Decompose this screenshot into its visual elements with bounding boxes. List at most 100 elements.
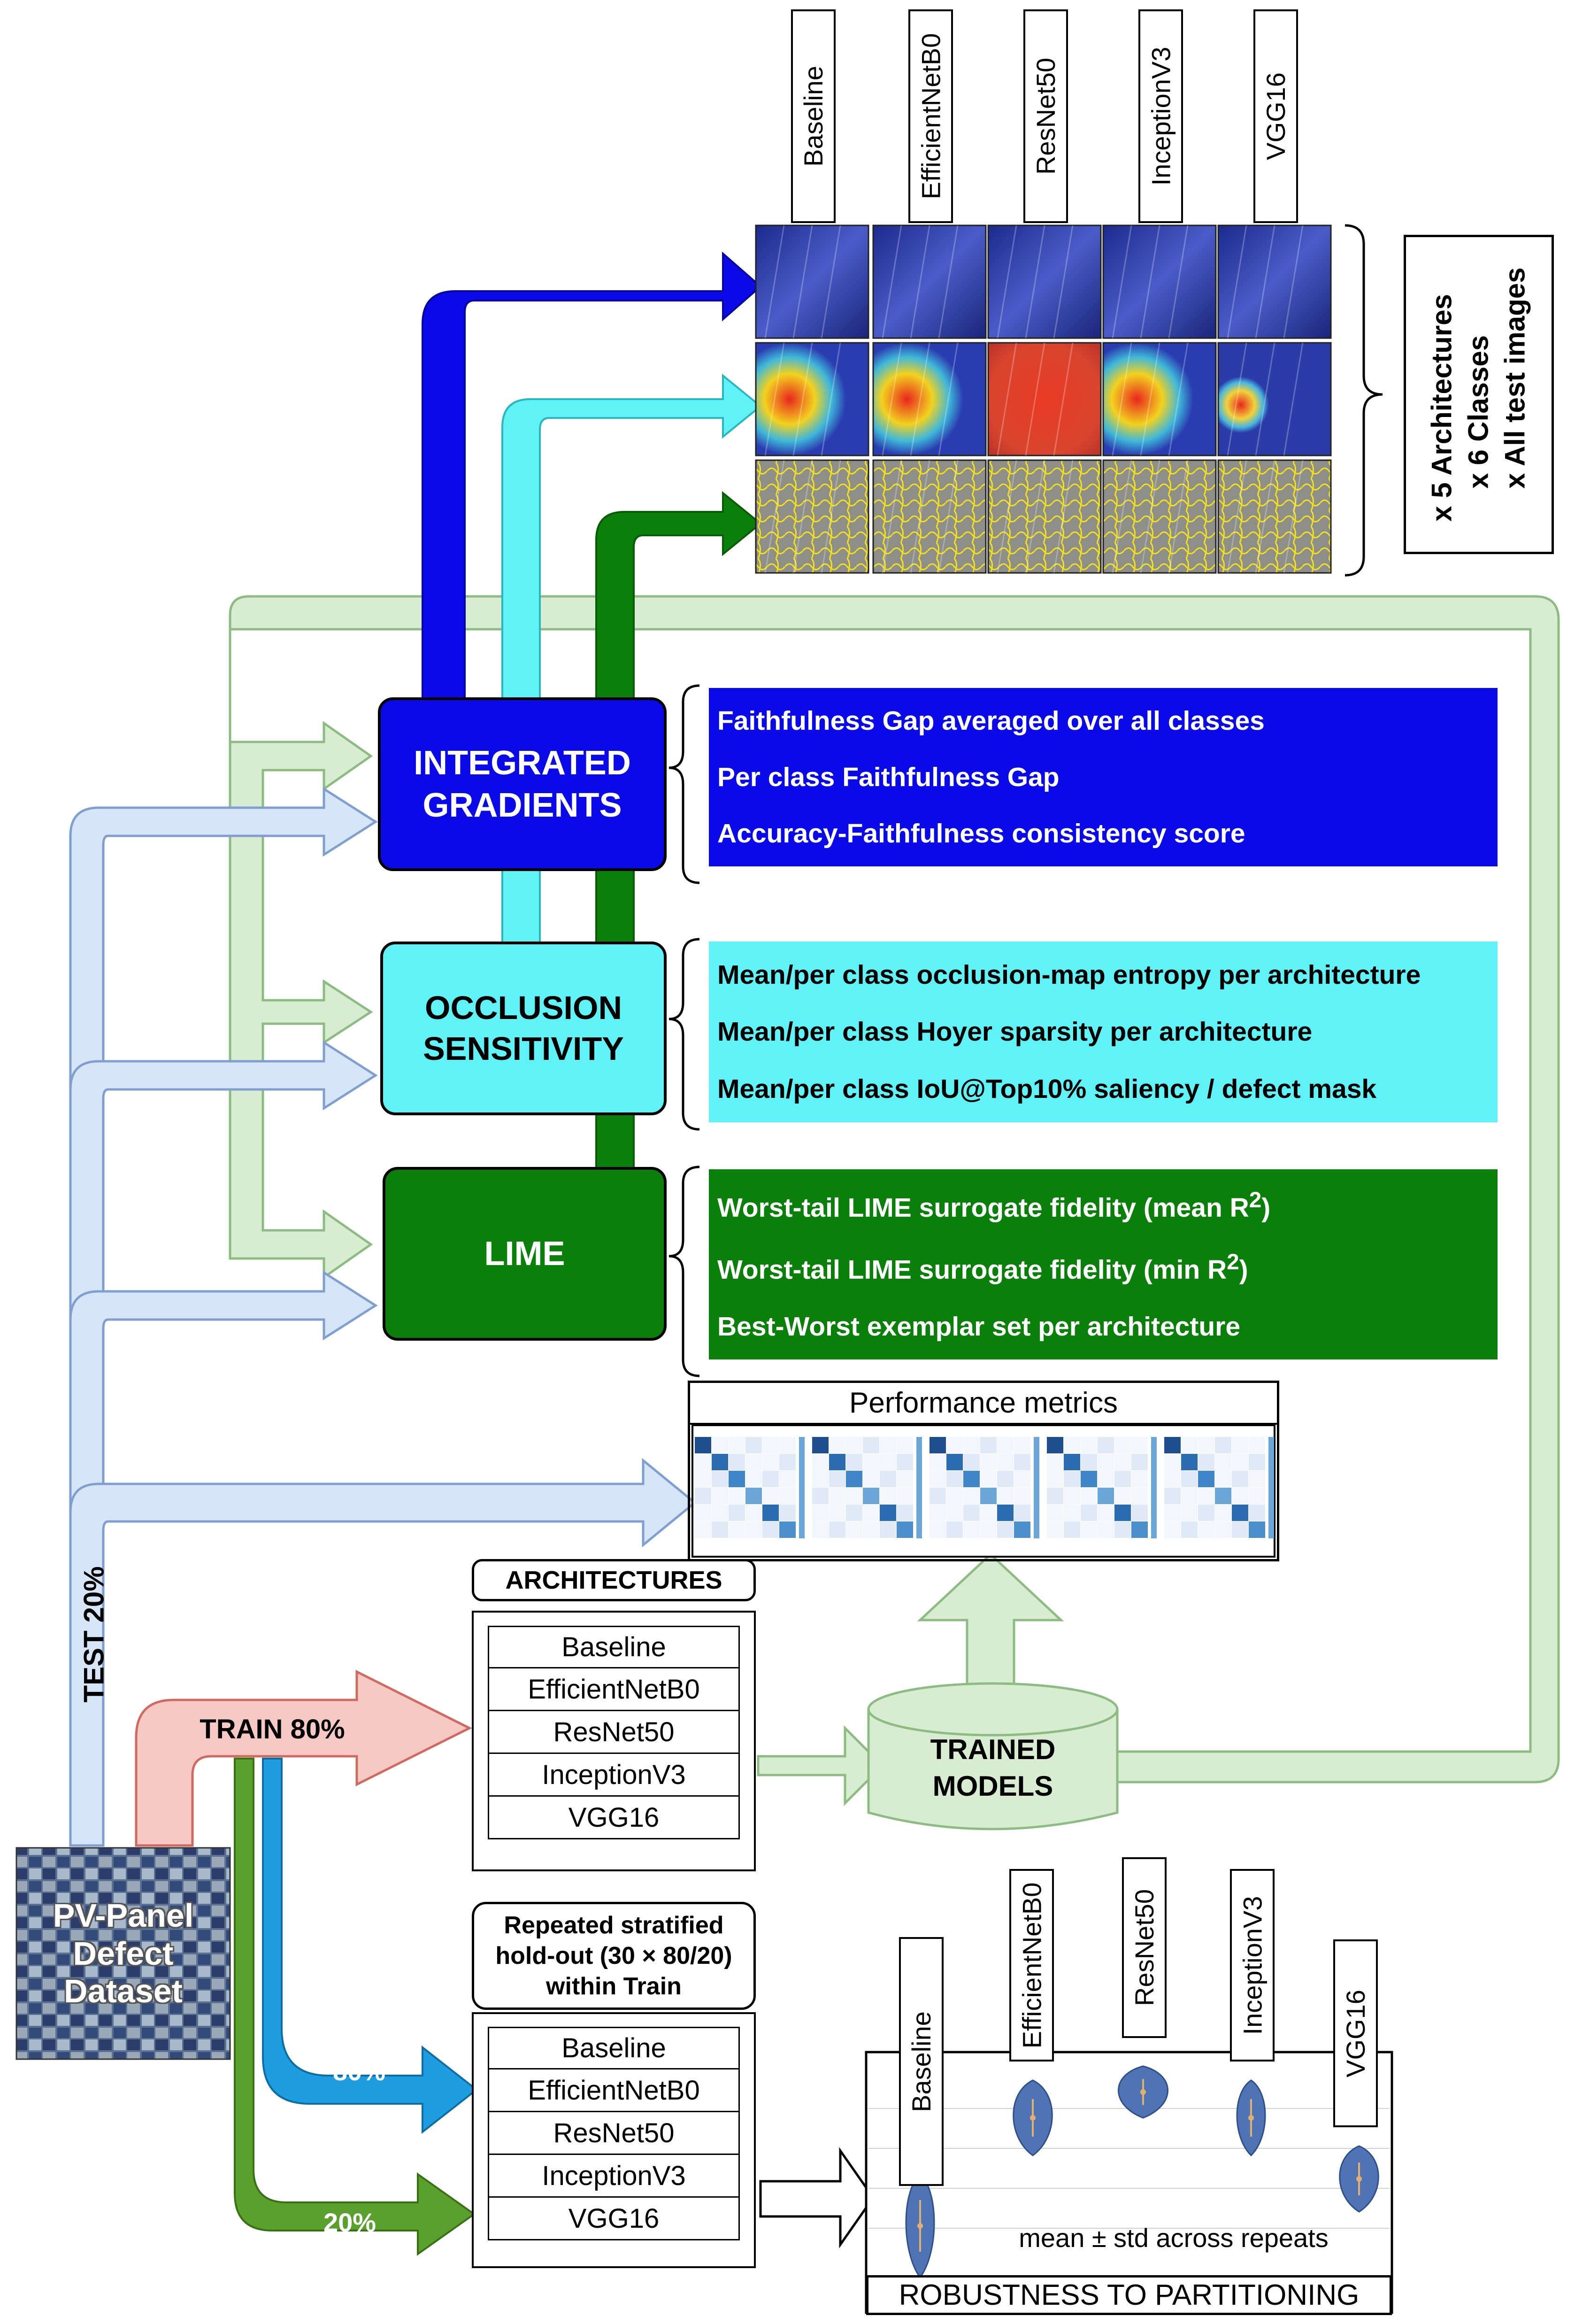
cm-cell <box>1014 1437 1030 1453</box>
explanation-image-grid <box>755 224 1332 574</box>
lime-metric-2: Worst-tail LIME surrogate fidelity (min … <box>717 1249 1248 1285</box>
cm-cell <box>1215 1437 1231 1453</box>
thumb-texture-line <box>1227 225 1247 339</box>
thumb-texture-line <box>1255 342 1275 456</box>
cm-cell <box>880 1454 896 1470</box>
cm-cell <box>1232 1521 1248 1538</box>
thumb-texture-line <box>997 342 1017 456</box>
ig-metric-1: Faithfulness Gap averaged over all class… <box>717 706 1265 736</box>
thumb-texture-line <box>1227 342 1247 456</box>
cm-cell <box>695 1437 711 1453</box>
cm-cell <box>846 1505 862 1521</box>
cm-cell <box>1198 1471 1214 1487</box>
cm-cell <box>980 1454 997 1470</box>
cm-cell <box>963 1471 980 1487</box>
thumb-texture-line <box>938 342 959 456</box>
thumb-texture-line <box>792 342 813 456</box>
occlusion-title-line2: SENSITIVITY <box>423 1030 624 1067</box>
architecture-item-efficientnetb0: EfficientNetB0 <box>488 1668 740 1711</box>
thumb-input-vgg16 <box>1217 224 1332 339</box>
cm-cell <box>745 1437 762 1453</box>
cm-cell <box>1081 1454 1097 1470</box>
cm-cell <box>1198 1437 1214 1453</box>
thumb-texture-line <box>1255 460 1275 573</box>
cm-cell <box>846 1454 862 1470</box>
thumb-lime-inceptionv3 <box>1102 459 1217 574</box>
thumb-texture-line <box>1283 225 1304 339</box>
column-label-efficientnetb0: EfficientNetB0 <box>908 9 953 223</box>
cm-cell <box>1047 1521 1063 1538</box>
occlusion-output-arrow <box>501 373 762 959</box>
dataset-mosaic <box>15 1847 231 2060</box>
cm-cell <box>745 1488 762 1504</box>
architecture-item-vgg16: VGG16 <box>488 1797 740 1839</box>
cm-cell <box>897 1437 913 1453</box>
occlusion-metric-3: Mean/per class IoU@Top10% saliency / def… <box>717 1074 1377 1104</box>
violin-label-baseline: Baseline <box>899 1937 944 2186</box>
occlusion-title-line1: OCCLUSION <box>425 989 622 1026</box>
cm-cell <box>1098 1505 1114 1521</box>
cm-cell <box>1014 1505 1030 1521</box>
thumb-texture-line <box>1053 342 1074 456</box>
thumb-input-resnet50 <box>987 224 1102 339</box>
cm-cell <box>963 1437 980 1453</box>
thumb-texture-line <box>910 225 930 339</box>
thumb-texture-line <box>1025 225 1045 339</box>
cm-cell <box>963 1505 980 1521</box>
thumb-texture-line <box>1227 460 1247 573</box>
thumb-occlusion-baseline <box>755 342 869 456</box>
trained-models-label: TRAINED MODELS <box>878 1728 1108 1808</box>
cm-cell <box>729 1488 745 1504</box>
thumb-texture-line <box>1025 460 1045 573</box>
multiplier-box: x 5 Architectures x 6 Classes x All test… <box>1404 235 1554 554</box>
cm-cell <box>812 1454 829 1470</box>
cm-cell <box>863 1471 879 1487</box>
ig-method-box: INTEGRATED GRADIENTS <box>378 697 667 871</box>
thumb-texture-line <box>821 342 841 456</box>
cm-cell <box>812 1488 829 1504</box>
cm-cell <box>897 1471 913 1487</box>
violin-plots <box>905 2065 1379 2279</box>
cm-cell <box>729 1521 745 1538</box>
cm-cell <box>997 1454 1014 1470</box>
cm-cell <box>812 1471 829 1487</box>
cm-cell <box>897 1505 913 1521</box>
thumb-texture-line <box>1053 225 1074 339</box>
cm-cell <box>880 1505 896 1521</box>
split-20-label: 20% <box>323 2208 376 2237</box>
cm-cell <box>1249 1454 1265 1470</box>
cm-cell <box>1114 1505 1131 1521</box>
thumb-texture-line <box>1168 342 1189 456</box>
cm-cell <box>1064 1521 1080 1538</box>
cm-cell <box>997 1505 1014 1521</box>
cm-cell <box>1064 1471 1080 1487</box>
thumb-texture-line <box>1112 225 1132 339</box>
holdout-item-baseline: Baseline <box>488 2027 740 2069</box>
cm-cell <box>1098 1437 1114 1453</box>
ig-metric-3: Accuracy-Faithfulness consistency score <box>717 818 1245 849</box>
cm-cell <box>1249 1437 1265 1453</box>
thumb-texture-line <box>1112 342 1132 456</box>
cm-cell <box>829 1471 845 1487</box>
cm-cell <box>1047 1454 1063 1470</box>
thumb-occlusion-vgg16 <box>1217 342 1332 456</box>
cm-cell <box>1081 1437 1097 1453</box>
violin-label-vgg16: VGG16 <box>1333 1939 1378 2127</box>
thumb-texture-line <box>1140 225 1160 339</box>
cm-cell <box>1181 1454 1198 1470</box>
cm-cell <box>946 1471 963 1487</box>
to-robustness-arrow <box>759 2147 875 2248</box>
cm-cell <box>1047 1505 1063 1521</box>
architectures-title: ARCHITECTURES <box>472 1559 756 1601</box>
cm-cell <box>1164 1488 1181 1504</box>
cm-cell <box>863 1454 879 1470</box>
thumb-texture-line <box>821 460 841 573</box>
lime-metric-3: Best-Worst exemplar set per architecture <box>717 1311 1241 1342</box>
multiplier-architectures: x 5 Architectures <box>1426 293 1458 522</box>
thumb-input-inceptionv3 <box>1102 224 1217 339</box>
cm-cell <box>1081 1521 1097 1538</box>
cm-colorbar <box>1151 1437 1157 1538</box>
thumb-occlusion-inceptionv3 <box>1102 342 1217 456</box>
cm-cell <box>980 1471 997 1487</box>
